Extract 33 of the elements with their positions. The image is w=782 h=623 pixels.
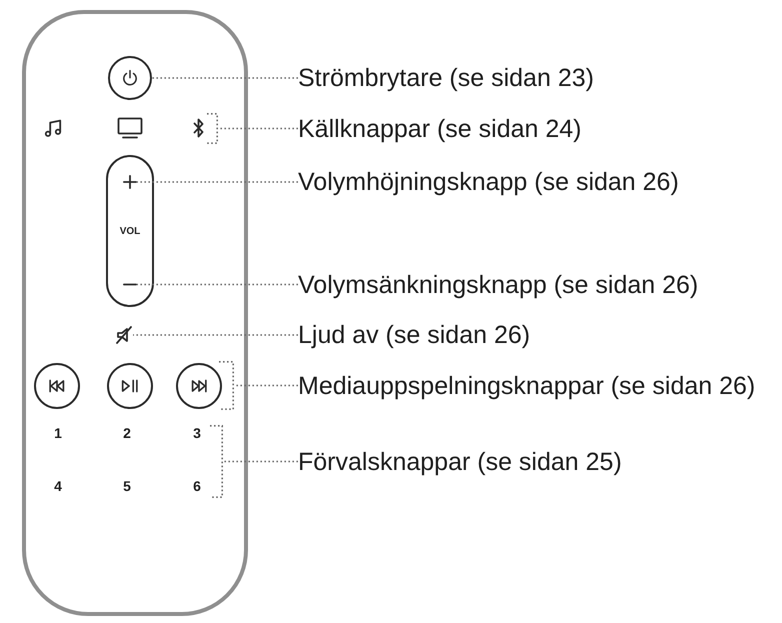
preset-number: 2 bbox=[123, 425, 131, 441]
preset-number: 1 bbox=[54, 425, 62, 441]
plus-icon bbox=[123, 175, 137, 189]
callout-label: Förvalsknappar (se sidan 25) bbox=[298, 446, 622, 476]
callout-label: Mediauppspelningsknappar (se sidan 26) bbox=[298, 370, 756, 400]
bracket bbox=[207, 113, 218, 144]
leader-line bbox=[218, 128, 298, 130]
minus-icon bbox=[123, 283, 137, 286]
skip-back-button bbox=[34, 363, 80, 409]
leader-line bbox=[223, 460, 298, 462]
volume-rocker bbox=[106, 155, 154, 307]
leader-line bbox=[137, 181, 298, 183]
mute-icon bbox=[115, 325, 133, 345]
preset-number: 5 bbox=[123, 478, 131, 494]
callout-label: Volymsänkningsknapp (se sidan 26) bbox=[298, 270, 698, 300]
play-pause-button bbox=[107, 363, 153, 409]
bracket bbox=[219, 361, 234, 410]
preset-number: 3 bbox=[193, 425, 201, 441]
skip-forward-button bbox=[176, 363, 222, 409]
remote-body bbox=[22, 10, 248, 616]
leader-line bbox=[152, 77, 298, 79]
preset-number: 6 bbox=[193, 478, 201, 494]
callout-label: Volymhöjningsknapp (se sidan 26) bbox=[298, 167, 679, 197]
leader-line bbox=[137, 284, 298, 286]
callout-label: Strömbrytare (se sidan 23) bbox=[298, 63, 594, 93]
leader-line bbox=[234, 384, 298, 386]
callout-label: Källknappar (se sidan 24) bbox=[298, 114, 582, 144]
preset-number: 4 bbox=[54, 478, 62, 494]
callout-label: Ljud av (se sidan 26) bbox=[298, 320, 530, 350]
bracket bbox=[210, 425, 223, 498]
leader-line bbox=[133, 334, 298, 336]
power-button bbox=[108, 56, 152, 100]
vol-label: VOL bbox=[120, 226, 140, 238]
